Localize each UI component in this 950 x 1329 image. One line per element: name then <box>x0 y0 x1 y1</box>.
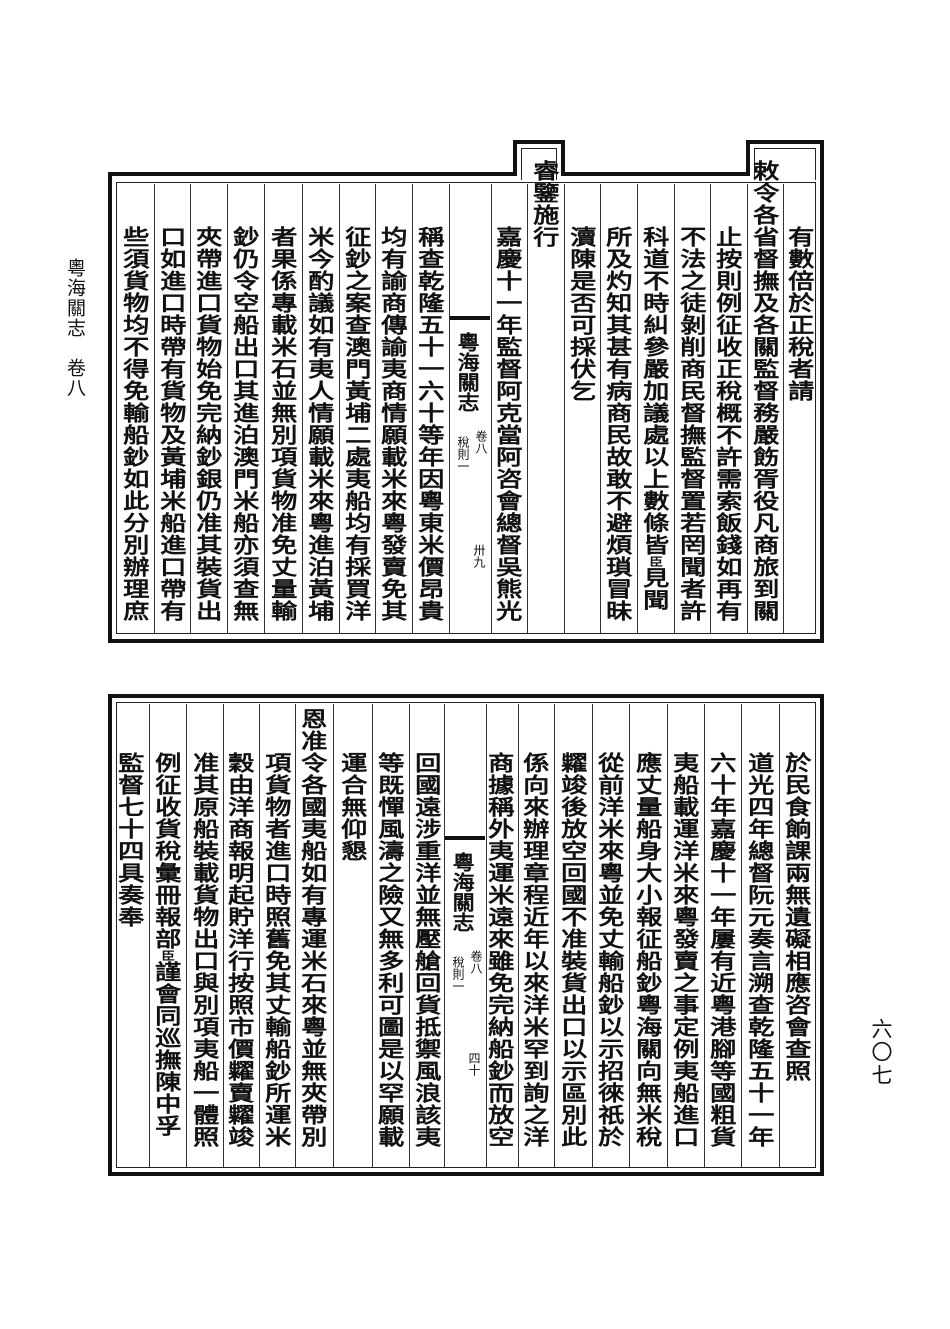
text-column: 例征收貨稅彙冊報部臣謹會同巡撫陳中孚 <box>152 752 184 1137</box>
column-divider <box>222 704 224 1167</box>
column-divider <box>741 704 742 1167</box>
text-column: 准其原船裝載貨物出口與別項夷船一體照 <box>190 752 222 1148</box>
small-character: 臣 <box>647 556 664 567</box>
text-column: 嘉慶十一年監督阿克當阿咨會總督吳熊光 <box>493 226 525 622</box>
column-divider <box>710 184 711 633</box>
page-number: 六〇七 <box>869 1018 893 1087</box>
text-column: 等既憚風濤之險又無多利可圖是以罕願載 <box>375 752 407 1148</box>
text-column: 夷船載運洋米來粵發賣之事定例夷船進口 <box>670 752 702 1148</box>
banner-volume: 卷八 <box>469 950 483 974</box>
column-divider <box>554 704 555 1167</box>
text-column: 道光四年總督阮元奏言溯查乾隆五十一年 <box>745 752 777 1148</box>
column-divider <box>591 704 593 1167</box>
text-column: 口如進口時帶有貨物及黃埔米船進口帶有 <box>157 226 189 622</box>
banner-section: 稅則一 <box>456 436 470 472</box>
column-divider <box>778 704 780 1167</box>
column-divider <box>636 184 638 633</box>
text-column: 糶竣後放空回國不准裝貨出口以示區別此 <box>558 752 590 1148</box>
text-column: 些須貨物均不得免輸船鈔如此分別辦理庶 <box>120 226 152 622</box>
column-divider <box>411 184 413 633</box>
column-divider <box>746 184 748 633</box>
column-divider <box>703 704 705 1167</box>
top-panel-inner-border <box>116 182 816 634</box>
text-column: 者果係專載米石並無別項貨物准免丈量輸 <box>268 226 300 622</box>
banner-volume: 卷八 <box>474 430 488 454</box>
banner-section: 稅則一 <box>451 956 465 992</box>
column-divider <box>600 184 601 633</box>
column-divider <box>295 704 296 1167</box>
text-column: 所及灼知其甚有病商民故敢不避煩瑣冒昧 <box>603 226 635 622</box>
text-column: 瀆陳是否可採伏乞 <box>567 226 599 402</box>
text-column: 科道不時糾參嚴加議處以上數條皆臣見聞 <box>640 226 672 611</box>
column-divider <box>526 184 528 633</box>
small-character: 臣 <box>159 950 176 961</box>
bottom-panel-border <box>108 694 824 1176</box>
text-column: 征鈔之案查澳門黃埔二處夷船均有採買洋 <box>342 226 374 622</box>
text-column: 從前洋米來粵並免丈輸船鈔以示招徠祇於 <box>595 752 627 1148</box>
text-column: 不法之徒剝削商民督撫監督置若罔聞者許 <box>677 226 709 622</box>
column-divider <box>186 704 187 1167</box>
text-column: 於民食餉課兩無遺礙相應咨會查照 <box>782 752 814 1082</box>
text-column: 有數倍於正稅者請 <box>785 226 817 402</box>
text-column: 稱查乾隆五十一六十等年因粵東米價昂貴 <box>415 226 447 622</box>
column-divider <box>148 704 150 1167</box>
text-column: 夾帶進口貨物始免完納鈔銀仍准其裝貨出 <box>193 226 225 622</box>
column-divider <box>782 184 784 633</box>
text-column: 監督七十四具奏奉 <box>115 752 147 928</box>
column-divider <box>371 704 373 1167</box>
center-fold-banner-bottom: 粵海關志 卷八 稅則一 四十 <box>443 836 487 1086</box>
column-divider <box>226 184 228 633</box>
text-column: 運合無仰懇 <box>338 752 370 862</box>
elevation-tab-rui <box>513 140 565 180</box>
text-column: 回國遠涉重洋並無壓艙回貨抵禦風浪該夷 <box>412 752 444 1148</box>
text-column: 睿鑒施行 <box>530 160 562 248</box>
text-column: 恩准令各國夷船如有專運米石來粵並無夾帶別 <box>298 708 330 1148</box>
banner-leaf-number: 卅九 <box>472 544 486 568</box>
column-divider <box>338 184 340 633</box>
column-divider <box>258 704 260 1167</box>
banner-title: 粵海關志 <box>448 852 476 932</box>
column-divider <box>264 184 265 633</box>
column-divider <box>190 184 191 633</box>
column-divider <box>408 704 410 1167</box>
column-divider <box>491 184 492 633</box>
column-divider <box>153 184 155 633</box>
text-column: 敕令各省督撫及各關監督務嚴飭胥役凡商旅到關 <box>750 160 782 622</box>
text-column: 應丈量船身大小報征船鈔粵海關向無米稅 <box>633 752 665 1148</box>
text-column: 鈔仍令空船出口其進泊澳門米船亦須查無 <box>230 226 262 622</box>
text-column: 穀由洋商報明起貯洋行按照市價糶賣糶竣 <box>225 752 257 1148</box>
banner-title: 粵海關志 <box>453 332 481 412</box>
column-divider <box>563 184 565 633</box>
center-fold-banner-top: 粵海關志 卷八 稅則一 卅九 <box>448 316 492 576</box>
banner-leaf-number: 四十 <box>467 1052 481 1076</box>
column-divider <box>449 184 450 633</box>
text-column: 米今酌議如有夷人情願載米來粵進泊黃埔 <box>305 226 337 622</box>
column-divider <box>517 704 519 1167</box>
text-column: 項貨物者進口時照舊免其丈輸船鈔所運米 <box>262 752 294 1148</box>
column-divider <box>629 704 630 1167</box>
text-column: 商據稱外夷運米遠來雖免完納船鈔而放空 <box>485 752 517 1148</box>
column-divider <box>666 704 668 1167</box>
elevation-tab-chi <box>746 140 824 180</box>
text-column: 止按則例征收正稅概不許需索飯錢如再有 <box>713 226 745 622</box>
text-column: 係向來辦理章程近年以來洋米罕到詢之洋 <box>520 752 552 1148</box>
column-divider <box>444 704 445 1167</box>
column-divider <box>486 704 487 1167</box>
text-column: 六十年嘉慶十一年屢有近粵港腳等國粗貨 <box>707 752 739 1148</box>
column-divider <box>301 184 303 633</box>
column-divider <box>333 704 334 1167</box>
column-divider <box>673 184 675 633</box>
margin-book-title: 粵海關志 卷八 <box>64 258 86 398</box>
bottom-panel-inner-border <box>116 702 816 1168</box>
column-divider <box>375 184 376 633</box>
text-column: 均有諭商傳諭夷商情願載米來粵發賣免其 <box>378 226 410 622</box>
